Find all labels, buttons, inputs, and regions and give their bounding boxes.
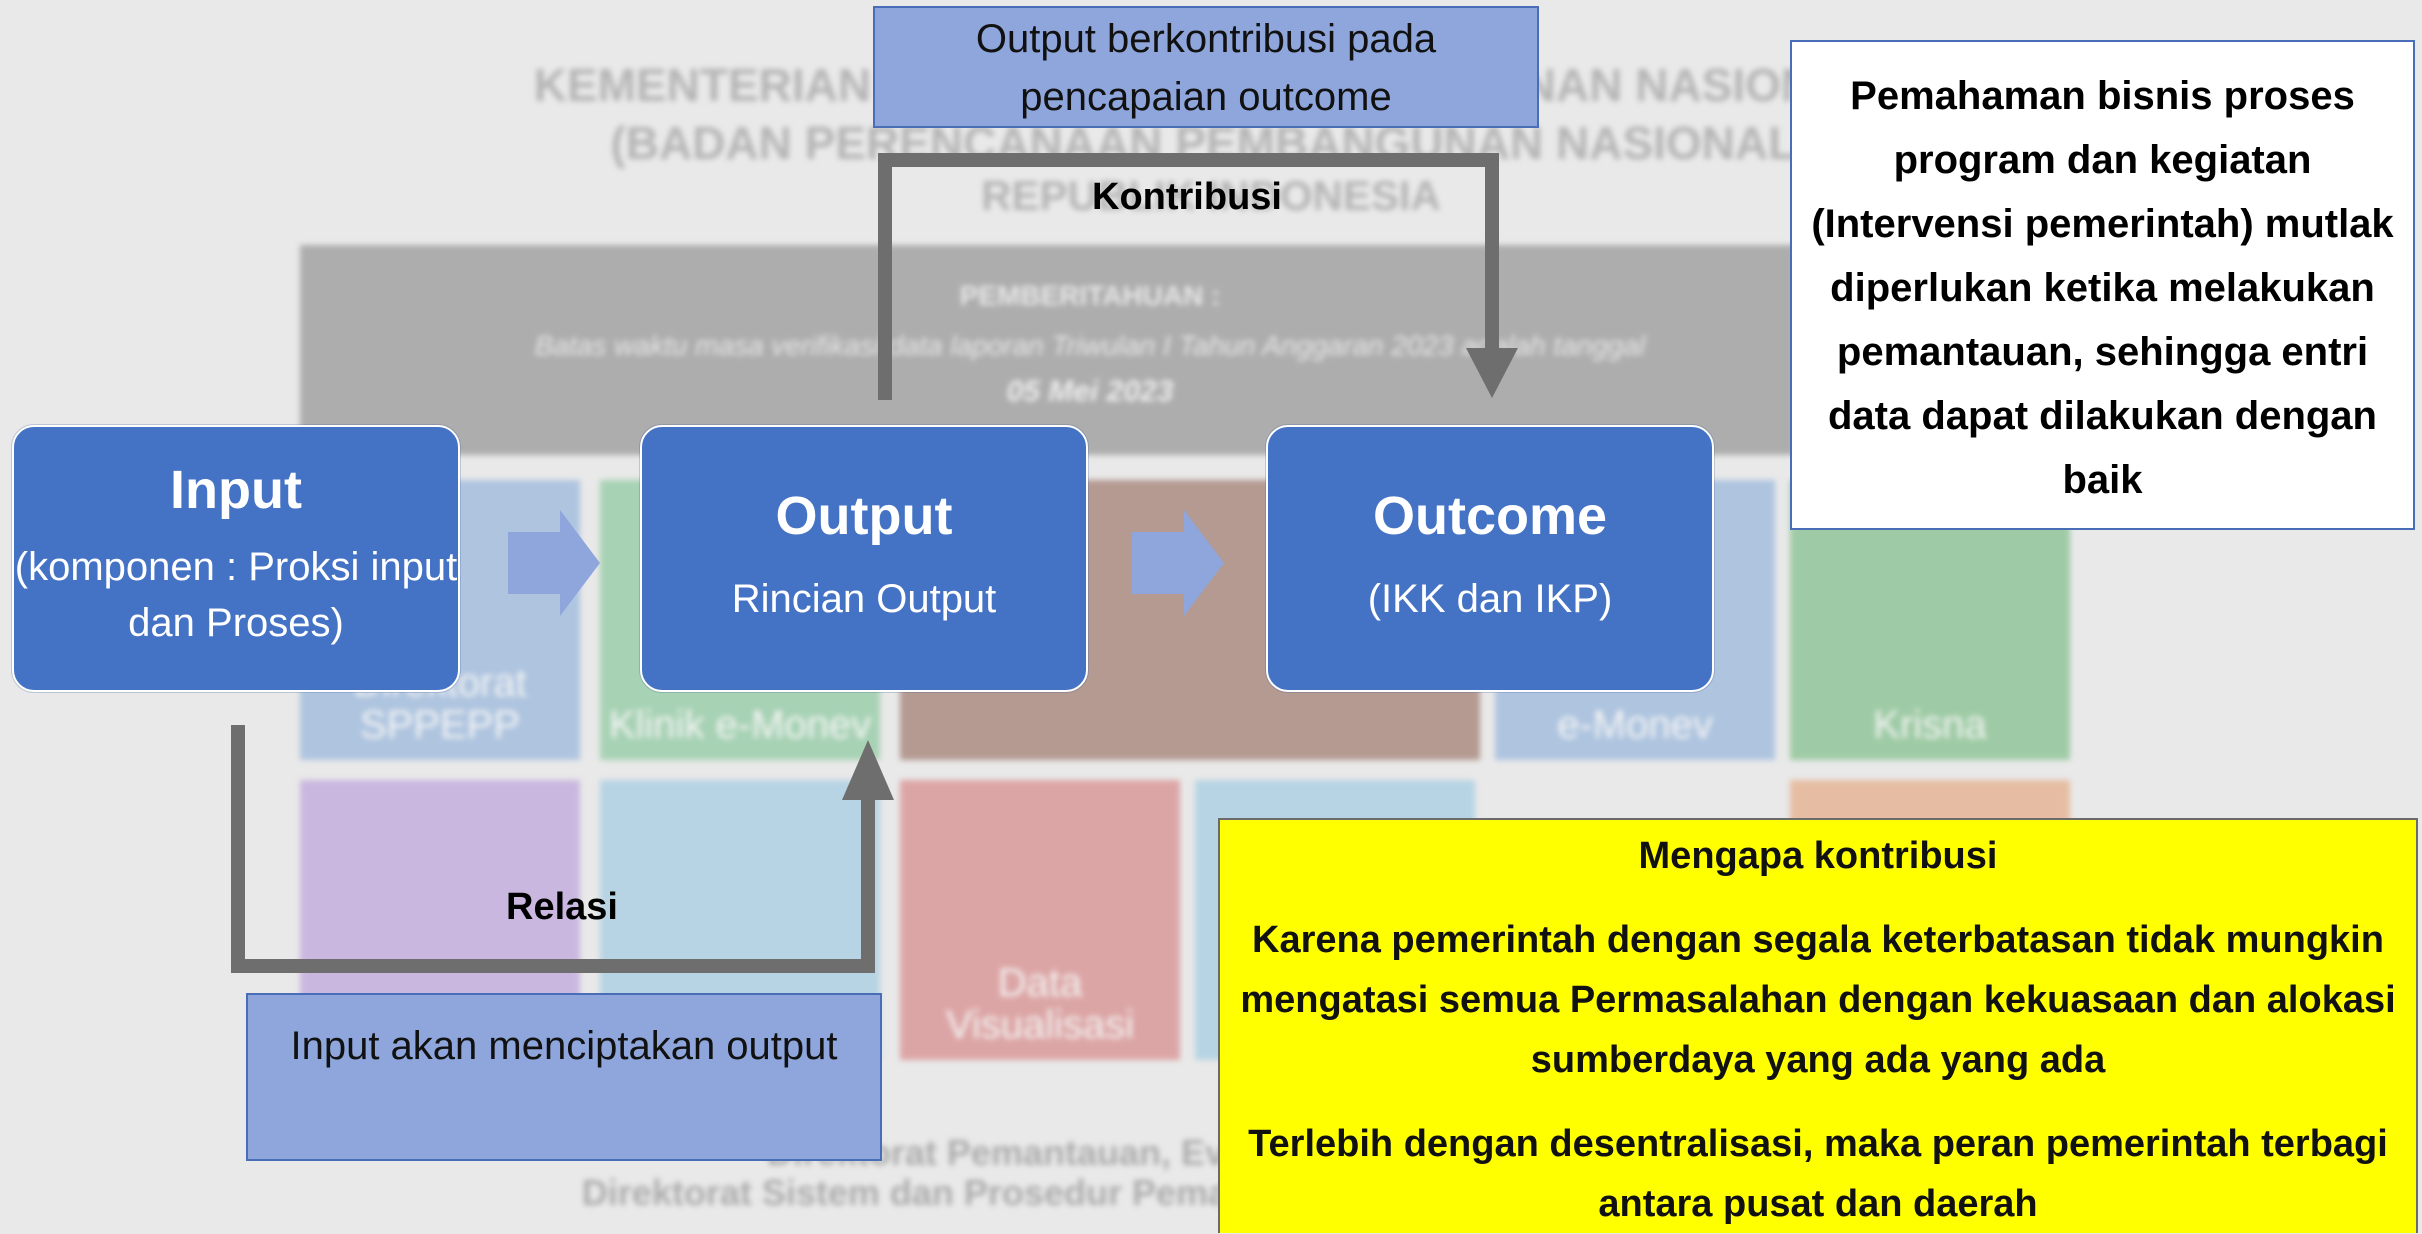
relasi-label: Relasi xyxy=(506,886,618,928)
output-contribution-callout: Output berkontribusi pada pencapaian out… xyxy=(873,6,1539,128)
output-title: Output xyxy=(775,486,953,546)
input-title: Input xyxy=(170,460,302,520)
outcome-title: Outcome xyxy=(1372,486,1608,546)
bg-country-title: REPUBLIK INDONESIA xyxy=(981,172,1441,219)
output-subtitle: Rincian Output xyxy=(731,577,997,621)
outcome-box: Outcome (IKK dan IKP) xyxy=(1266,425,1714,692)
business-process-note: Pemahaman bisnis proses program dan kegi… xyxy=(1790,40,2415,530)
relasi-connector xyxy=(231,725,875,973)
input-box: Input (komponen : Proksi input dan Prose… xyxy=(12,425,460,692)
bg-notice-text: Batas waktu masa verifikasi data laporan… xyxy=(534,330,1646,361)
outcome-subtitle: (IKK dan IKP) xyxy=(1367,577,1613,621)
bg-notice-banner: PEMBERITAHUAN : Batas waktu masa verifik… xyxy=(300,245,1880,455)
bg-notice-heading: PEMBERITAHUAN : xyxy=(959,280,1221,311)
kontribusi-label: Kontribusi xyxy=(1092,176,1282,218)
bg-tile-data-visualisasi: Data Visualisasi xyxy=(900,780,1180,1060)
why-heading: Mengapa kontribusi xyxy=(1638,835,1998,877)
input-to-output-chevron xyxy=(508,510,600,616)
kontribusi-arrowhead xyxy=(1466,348,1518,398)
output-box: Output Rincian Output xyxy=(640,425,1088,692)
kontribusi-connector xyxy=(878,153,1499,400)
why-paragraph-1: Karena pemerintah dengan segala keterbat… xyxy=(1240,919,2396,1081)
input-creates-output-callout: Input akan menciptakan output xyxy=(246,993,882,1161)
input-subtitle: (komponen : Proksi input dan Proses) xyxy=(14,545,458,645)
bg-notice-date: 05 Mei 2023 xyxy=(1006,375,1174,408)
why-contribution-box: Mengapa kontribusi Karena pemerintah den… xyxy=(1218,818,2418,1233)
relasi-arrowhead xyxy=(842,740,894,800)
output-to-outcome-chevron xyxy=(1132,510,1224,616)
why-paragraph-2: Terlebih dengan desentralisasi, maka per… xyxy=(1248,1123,2388,1225)
